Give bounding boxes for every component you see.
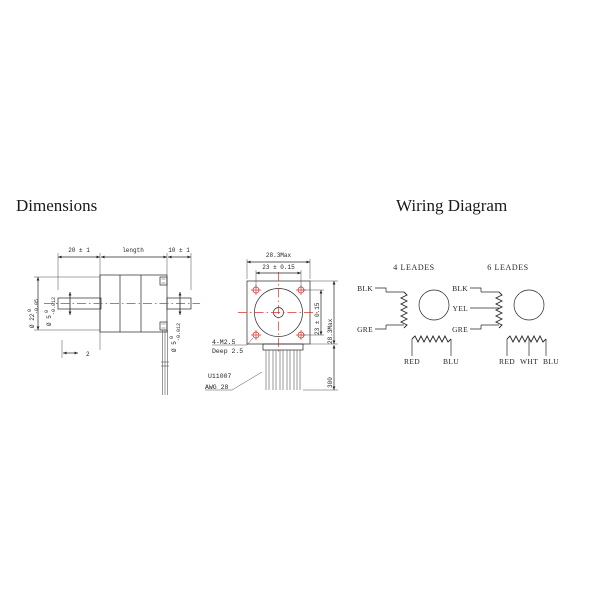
mounting-holes-depth-label: Deep 2.5 [212,348,243,355]
body-diameter-dimension [34,276,100,331]
six-leads-label-wht: WHT [520,357,538,366]
hole-pitch-vertical-label: 23 ± 0.15 [314,302,321,335]
face-width-label: 28.3Max [266,252,292,259]
four-leads-title: 4 LEADES [393,263,434,272]
body-length-label: length [122,247,144,254]
six-leads-label-red: RED [499,357,515,366]
six-leads-label-gre: GRE [452,325,468,334]
mounting-holes-leader [212,337,254,346]
side-view-lead-wires [161,330,169,395]
wire-type-label: U11007 [208,373,232,380]
front-shaft-diameter-label: Ø 5 [46,315,53,326]
side-view-length-dimensions [57,253,192,350]
wiring-section-title: Wiring Diagram [396,196,508,215]
four-leads-label-gre: GRE [357,325,373,334]
four-leads-label-blu: BLU [443,357,459,366]
lead-length-group: 300 [327,377,334,388]
six-leads-title: 6 LEADES [487,263,528,272]
flat-depth-dimension [61,340,78,358]
wiring-diagram-group: 4 LEADES BLK GRE RED [357,263,559,366]
six-leads-label-blk: BLK [452,284,468,293]
wire-gauge-label: AWG 28 [205,384,229,391]
front-view-right-dimensions [301,280,338,391]
hole-pitch-horizontal-label: 23 ± 0.15 [262,264,295,271]
rear-shaft-tol-lower: -0.012 [176,323,182,341]
front-shaft-tol-upper: 0 [44,310,50,313]
rear-shaft-diameter-label-group: Ø 5 0 -0.012 [169,323,182,352]
rear-shaft-tol-upper: 0 [169,336,175,339]
four-leads-label-blk: BLK [357,284,373,293]
front-view-top-dimensions [246,259,311,287]
lead-length-label: 300 [327,377,334,388]
side-connector-detail [159,276,168,331]
body-diameter-tol-lower: -0.05 [34,299,40,314]
four-leads-circuit [375,287,452,356]
six-leads-label-blu: BLU [543,357,559,366]
wire-spec-leader [205,371,263,391]
front-view-group: 28.3Max 23 ± 0.15 23 ± 0.15 28.3Max 300 [205,252,338,391]
face-height-group: 28.3Max [327,318,334,344]
front-shaft-diameter-label-group: Ø 5 0 -0.012 [44,297,57,326]
connector-block-and-wires [262,343,304,390]
four-leads-label-red: RED [404,357,420,366]
dimensions-section-title: Dimensions [16,196,98,215]
hole-pitch-vertical-group: 23 ± 0.15 [314,302,321,335]
flat-depth-label: 2 [86,351,90,358]
mounting-holes-label: 4-M2.5 [212,339,236,346]
face-height-label: 28.3Max [327,318,334,344]
body-diameter-label: Ø 22 [29,313,36,328]
body-diameter-tol-upper: 0 [27,309,33,312]
front-shaft-tol-lower: -0.012 [51,297,57,315]
rear-shaft-diameter-label: Ø 5 [171,341,178,352]
body-diameter-label-group: Ø 22 0 -0.05 [27,299,40,328]
front-shaft-length-label: 20 ± 1 [68,247,90,254]
rear-shaft-length-label: 10 ± 1 [168,247,190,254]
side-view-group: 20 ± 1 length 10 ± 1 [27,247,200,395]
six-leads-circuit [470,287,547,356]
six-leads-label-yel: YEL [453,304,469,313]
